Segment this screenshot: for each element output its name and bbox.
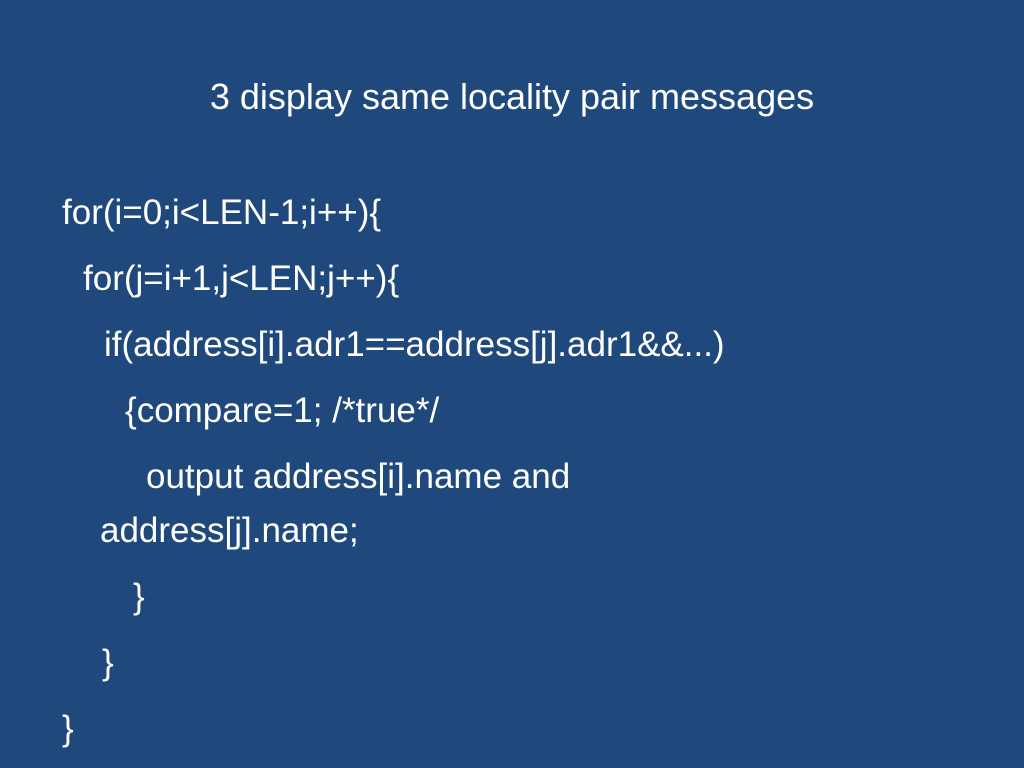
slide-title: 3 display same locality pair messages bbox=[209, 76, 815, 117]
code-line: for(j=i+1,j<LEN;j++){ bbox=[83, 259, 400, 298]
code-line: } bbox=[102, 643, 114, 682]
code-line: } bbox=[62, 709, 74, 748]
code-line: if(address[i].adr1==address[j].adr1&&...… bbox=[104, 325, 725, 364]
code-line: for(i=0;i<LEN-1;i++){ bbox=[62, 193, 382, 232]
code-line: {compare=1; /*true*/ bbox=[125, 391, 440, 430]
code-line: } bbox=[133, 577, 145, 616]
code-line: output address[i].name and bbox=[146, 457, 571, 496]
code-line: address[j].name; bbox=[100, 511, 359, 550]
